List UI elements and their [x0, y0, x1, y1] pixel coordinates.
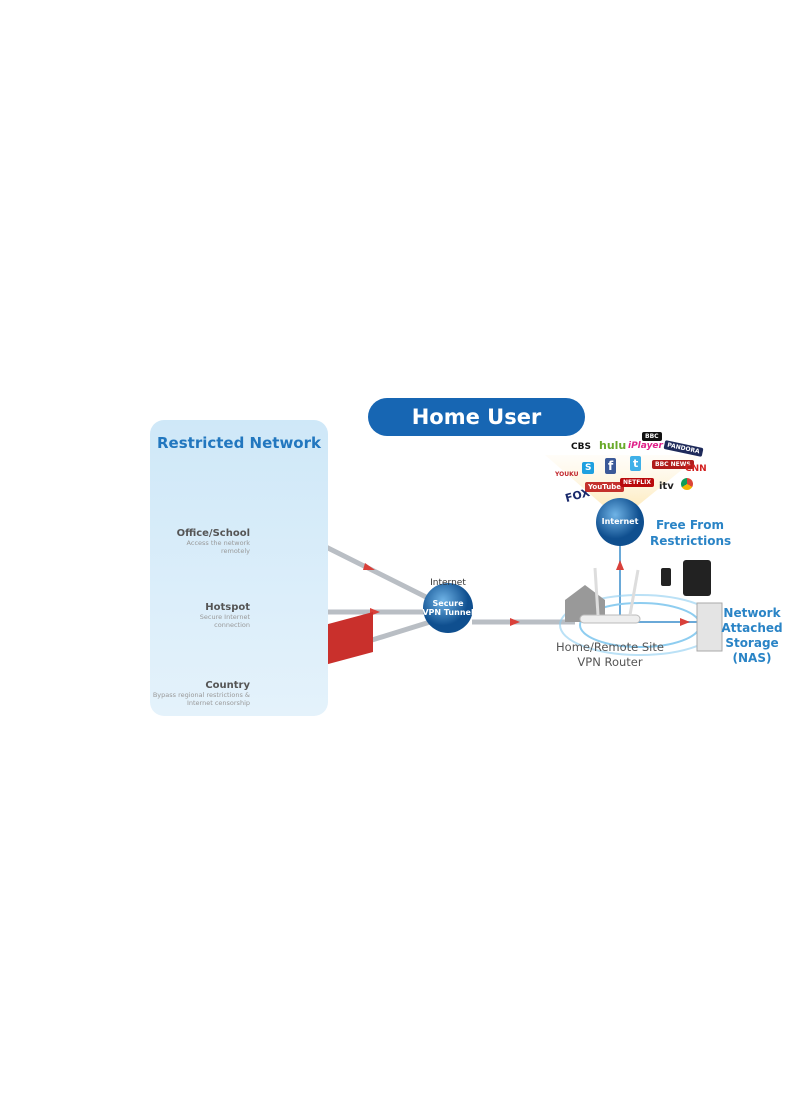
nas-line: Network	[723, 606, 781, 620]
top-internet-label: Internet	[601, 517, 639, 526]
twitter-logo: t	[630, 456, 642, 471]
location-country: Country Bypass regional restrictions & I…	[130, 680, 250, 707]
free-line: Free From	[656, 518, 724, 532]
free-from-restrictions: Free From Restrictions	[650, 517, 732, 549]
hulu-logo: hulu	[599, 439, 627, 452]
router-label: Home/Remote Site VPN Router	[545, 640, 675, 670]
internet-label: Internet	[430, 578, 466, 588]
location-name: Hotspot	[205, 602, 250, 613]
home-user-title: Home User	[368, 398, 585, 436]
internet-globe-icon	[596, 498, 644, 546]
itv-logo: itv	[659, 481, 674, 492]
vpn-tunnel-globe-icon	[423, 583, 473, 633]
router-line: VPN Router	[577, 655, 643, 669]
cbs-logo: CBS	[571, 442, 591, 452]
location-name: Country	[205, 680, 250, 691]
chrome-logo-icon	[681, 478, 693, 490]
facebook-logo: f	[605, 458, 617, 474]
bbc-news-logo: BBC NEWS	[652, 460, 694, 469]
connections	[320, 542, 700, 643]
location-office-school: Office/School Access the network remotel…	[130, 528, 250, 555]
cnn-logo: CNN	[685, 464, 707, 474]
location-desc: Secure Internet	[199, 613, 250, 621]
router-line: Home/Remote Site	[556, 640, 664, 654]
location-desc: connection	[214, 621, 250, 629]
location-desc: Internet censorship	[186, 699, 250, 707]
vpn-tunnel-line: VPN Tunnel	[422, 608, 474, 617]
free-line: Restrictions	[650, 534, 732, 548]
location-desc: Access the network	[186, 539, 250, 547]
netflix-logo: NETFLIX	[620, 478, 654, 487]
restricted-network-title: Restricted Network	[157, 434, 321, 452]
location-desc: remotely	[220, 547, 250, 555]
skype-logo: S	[582, 462, 595, 474]
youtube-logo: YouTube	[585, 482, 624, 492]
nas-line: Storage	[725, 636, 779, 650]
firewall-icon	[325, 612, 373, 665]
location-name: Office/School	[176, 528, 250, 539]
restricted-network-panel	[150, 420, 328, 716]
location-desc: Bypass regional restrictions &	[152, 691, 250, 699]
nas-line: (NAS)	[732, 651, 772, 665]
vpn-tunnel-line: Secure	[432, 599, 464, 608]
nas-label: Network Attached Storage (NAS)	[718, 606, 786, 666]
iplayer-logo: iPlayer	[628, 441, 663, 451]
arrows	[363, 560, 690, 626]
nas-line: Attached	[721, 621, 783, 635]
bbc-logo: BBC	[642, 432, 662, 441]
vpn-tunnel-label: Secure VPN Tunnel	[418, 599, 478, 617]
location-hotspot: Hotspot Secure Internet connection	[130, 602, 250, 629]
youku-logo: YOUKU	[555, 471, 579, 478]
